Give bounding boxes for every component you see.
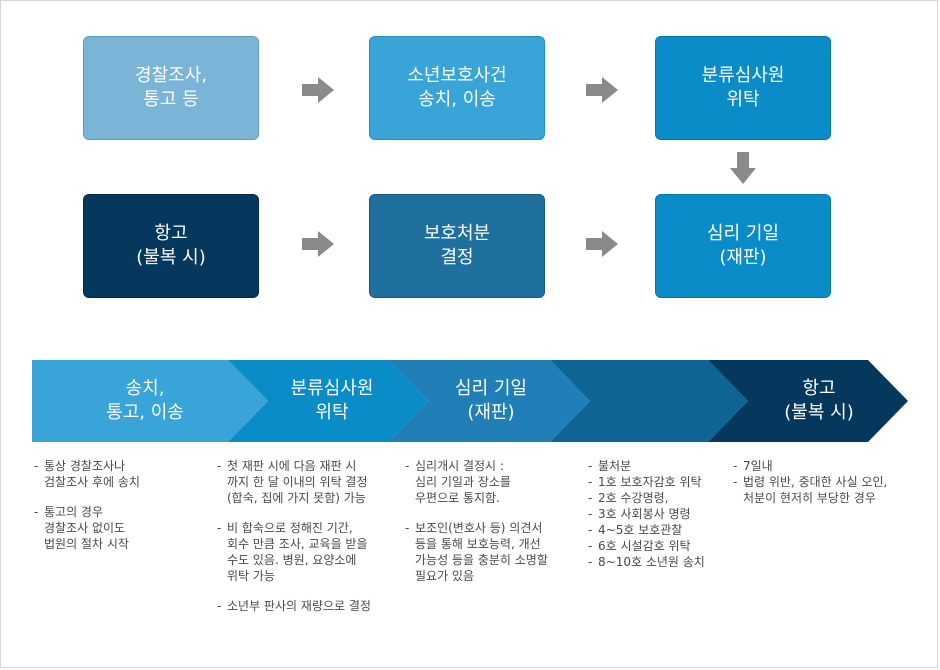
note-item: -소년부 판사의 재량으로 결정 <box>217 599 371 613</box>
arrow-right-icon <box>302 77 334 103</box>
flow-box-police: 경찰조사, 통고 등 <box>83 36 259 140</box>
arrow-right-icon <box>586 77 618 103</box>
note-item: -첫 재판 시에 다음 재판 시 까지 한 달 이내의 위탁 결정 (합숙, 집… <box>217 459 368 505</box>
notes-column-transfer: -통상 경찰조사나 검찰조사 후에 송치 -통고의 경우 경찰조사 없이도 법원… <box>34 458 214 566</box>
flow-box-appeal: 항고 (불복 시) <box>83 194 259 298</box>
note-item: -7일내 <box>733 459 773 473</box>
flow-box-transfer: 소년보호사건 송치, 이송 <box>369 36 545 140</box>
note-item: -2호 수강명령, <box>588 491 669 505</box>
flow-box-disposition: 보호처분 결정 <box>369 194 545 298</box>
notes-column-disposition: -불처분 -1호 보호자감호 위탁 -2호 수강명령, -3호 사회봉사 명령 … <box>588 458 738 570</box>
chevron-segment-3 <box>388 360 590 442</box>
notes-column-hearing: -심리개시 결정시 : 심리 기일과 장소를 우편으로 통지함. -보조인(변호… <box>405 458 580 598</box>
note-item: -3호 사회봉사 명령 <box>588 507 691 521</box>
note-item: -통상 경찰조사나 검찰조사 후에 송치 <box>34 459 140 489</box>
band-label-transfer: 송치, 통고, 이송 <box>106 378 184 423</box>
note-item: -1호 보호자감호 위탁 <box>588 475 702 489</box>
note-item: -8~10호 소년원 송치 <box>588 555 705 569</box>
chevron-segment-5 <box>708 360 908 442</box>
note-item: -통고의 경우 경찰조사 없이도 법원의 절차 시작 <box>34 505 129 551</box>
notes-column-classification: -첫 재판 시에 다음 재판 시 까지 한 달 이내의 위탁 결정 (합숙, 집… <box>217 458 397 628</box>
chevron-band <box>32 360 908 442</box>
arrow-right-icon <box>302 231 334 257</box>
band-label-classification: 분류심사원 위탁 <box>290 378 374 423</box>
band-label-hearing: 심리 기일 (재판) <box>455 378 527 423</box>
band-label-appeal: 항고 (불복 시) <box>784 378 854 423</box>
note-item: -4~5호 보호관찰 <box>588 523 683 537</box>
chevron-segment-1 <box>32 360 268 442</box>
note-item: -6호 시설감호 위탁 <box>588 539 691 553</box>
note-item: -보조인(변호사 등) 의견서 등을 통해 보호능력, 개선 가능성 등을 충분… <box>405 521 548 583</box>
note-item: -비 합숙으로 정해진 기간, 회수 만큼 조사, 교육을 받을 수도 있음. … <box>217 521 368 583</box>
band-label-disposition <box>584 360 724 442</box>
note-item: -법령 위반, 중대한 사실 오인, 처분이 현저히 부당한 경우 <box>733 475 888 505</box>
chevron-segment-2 <box>228 360 428 442</box>
flow-box-hearing: 심리 기일 (재판) <box>655 194 831 298</box>
arrow-right-icon <box>586 231 618 257</box>
flow-box-classification: 분류심사원 위탁 <box>655 36 831 140</box>
notes-column-appeal: -7일내 -법령 위반, 중대한 사실 오인, 처분이 현저히 부당한 경우 <box>733 458 923 506</box>
arrow-down-icon <box>730 152 756 184</box>
note-item: -불처분 <box>588 459 632 473</box>
note-item: -심리개시 결정시 : 심리 기일과 장소를 우편으로 통지함. <box>405 459 511 505</box>
chevron-segment-4 <box>550 360 748 442</box>
